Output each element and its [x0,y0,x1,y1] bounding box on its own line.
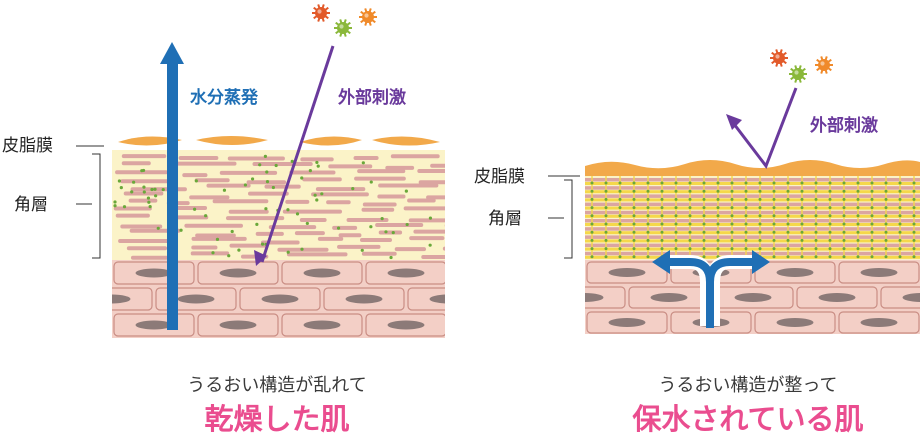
disordered-flakes [113,154,445,260]
sebum-film-broken [118,136,440,146]
label-sebum: 皮脂膜 [2,136,53,156]
ordered-layers [585,176,920,259]
label-stratum: 角層 [488,209,522,229]
external-stimulus-arrow: 外部刺激 [726,87,878,170]
water-retention-arrow [652,250,770,328]
water-evaporation-arrow: 水分蒸発 [160,42,259,330]
bacteria-icon [770,49,833,83]
arrow-stimulus-label: 外部刺激 [338,87,406,108]
layer-labels-right: 皮脂膜 角層 [474,167,580,259]
epidermis-cells [112,261,445,337]
caption-left: うるおい構造が乱れて [187,375,366,396]
caption-right: うるおい構造が整って [658,375,837,396]
bacteria-icon [312,4,377,37]
title-left: 乾燥した肌 [204,402,349,436]
epidermis-cells [585,261,920,334]
label-stratum: 角層 [14,195,48,215]
dry-skin-panel: 皮脂膜 角層 水分蒸発 外部刺激 うるおい構造が乱れて 乾燥した肌 [2,4,445,436]
hydrated-skin-panel: 皮脂膜 角層 外部刺激 うるおい構造が整って 保水されている肌 [474,49,920,436]
layer-labels-left: 皮脂膜 角層 [2,136,104,259]
label-sebum: 皮脂膜 [474,167,525,187]
arrow-evaporation-label: 水分蒸発 [190,87,259,108]
external-stimulus-arrow: 外部刺激 [254,45,406,266]
sebum-film [585,160,920,176]
arrow-stimulus-label: 外部刺激 [810,115,878,136]
title-right: 保水されている肌 [631,402,863,436]
